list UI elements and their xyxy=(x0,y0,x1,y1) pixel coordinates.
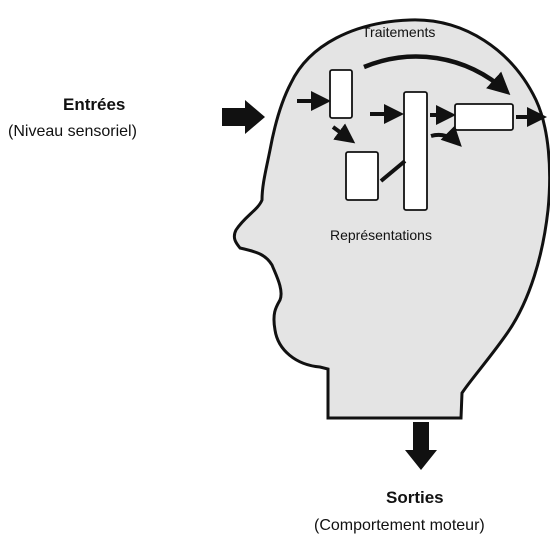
arrow-tall-downward-right xyxy=(430,125,462,147)
inputs-subtitle: (Niveau sensoriel) xyxy=(8,123,137,140)
arrow-first-to-representation xyxy=(331,123,356,144)
output-arrow-icon xyxy=(405,422,437,470)
outputs-title: Sorties xyxy=(386,488,444,507)
processing-box-output xyxy=(454,103,514,131)
outputs-subtitle: (Comportement moteur) xyxy=(314,517,485,534)
processing-box-1 xyxy=(329,69,353,119)
processing-label: Traitements xyxy=(362,24,436,40)
arrow-long-processing xyxy=(363,54,511,96)
head-silhouette xyxy=(232,18,550,420)
input-arrow-icon xyxy=(222,100,265,134)
processing-box-tall xyxy=(403,91,428,211)
inputs-title: Entrées xyxy=(63,95,126,114)
arrow-representation-to-tall-box xyxy=(379,159,407,183)
representations-label: Représentations xyxy=(330,227,432,243)
representation-box xyxy=(345,151,379,201)
